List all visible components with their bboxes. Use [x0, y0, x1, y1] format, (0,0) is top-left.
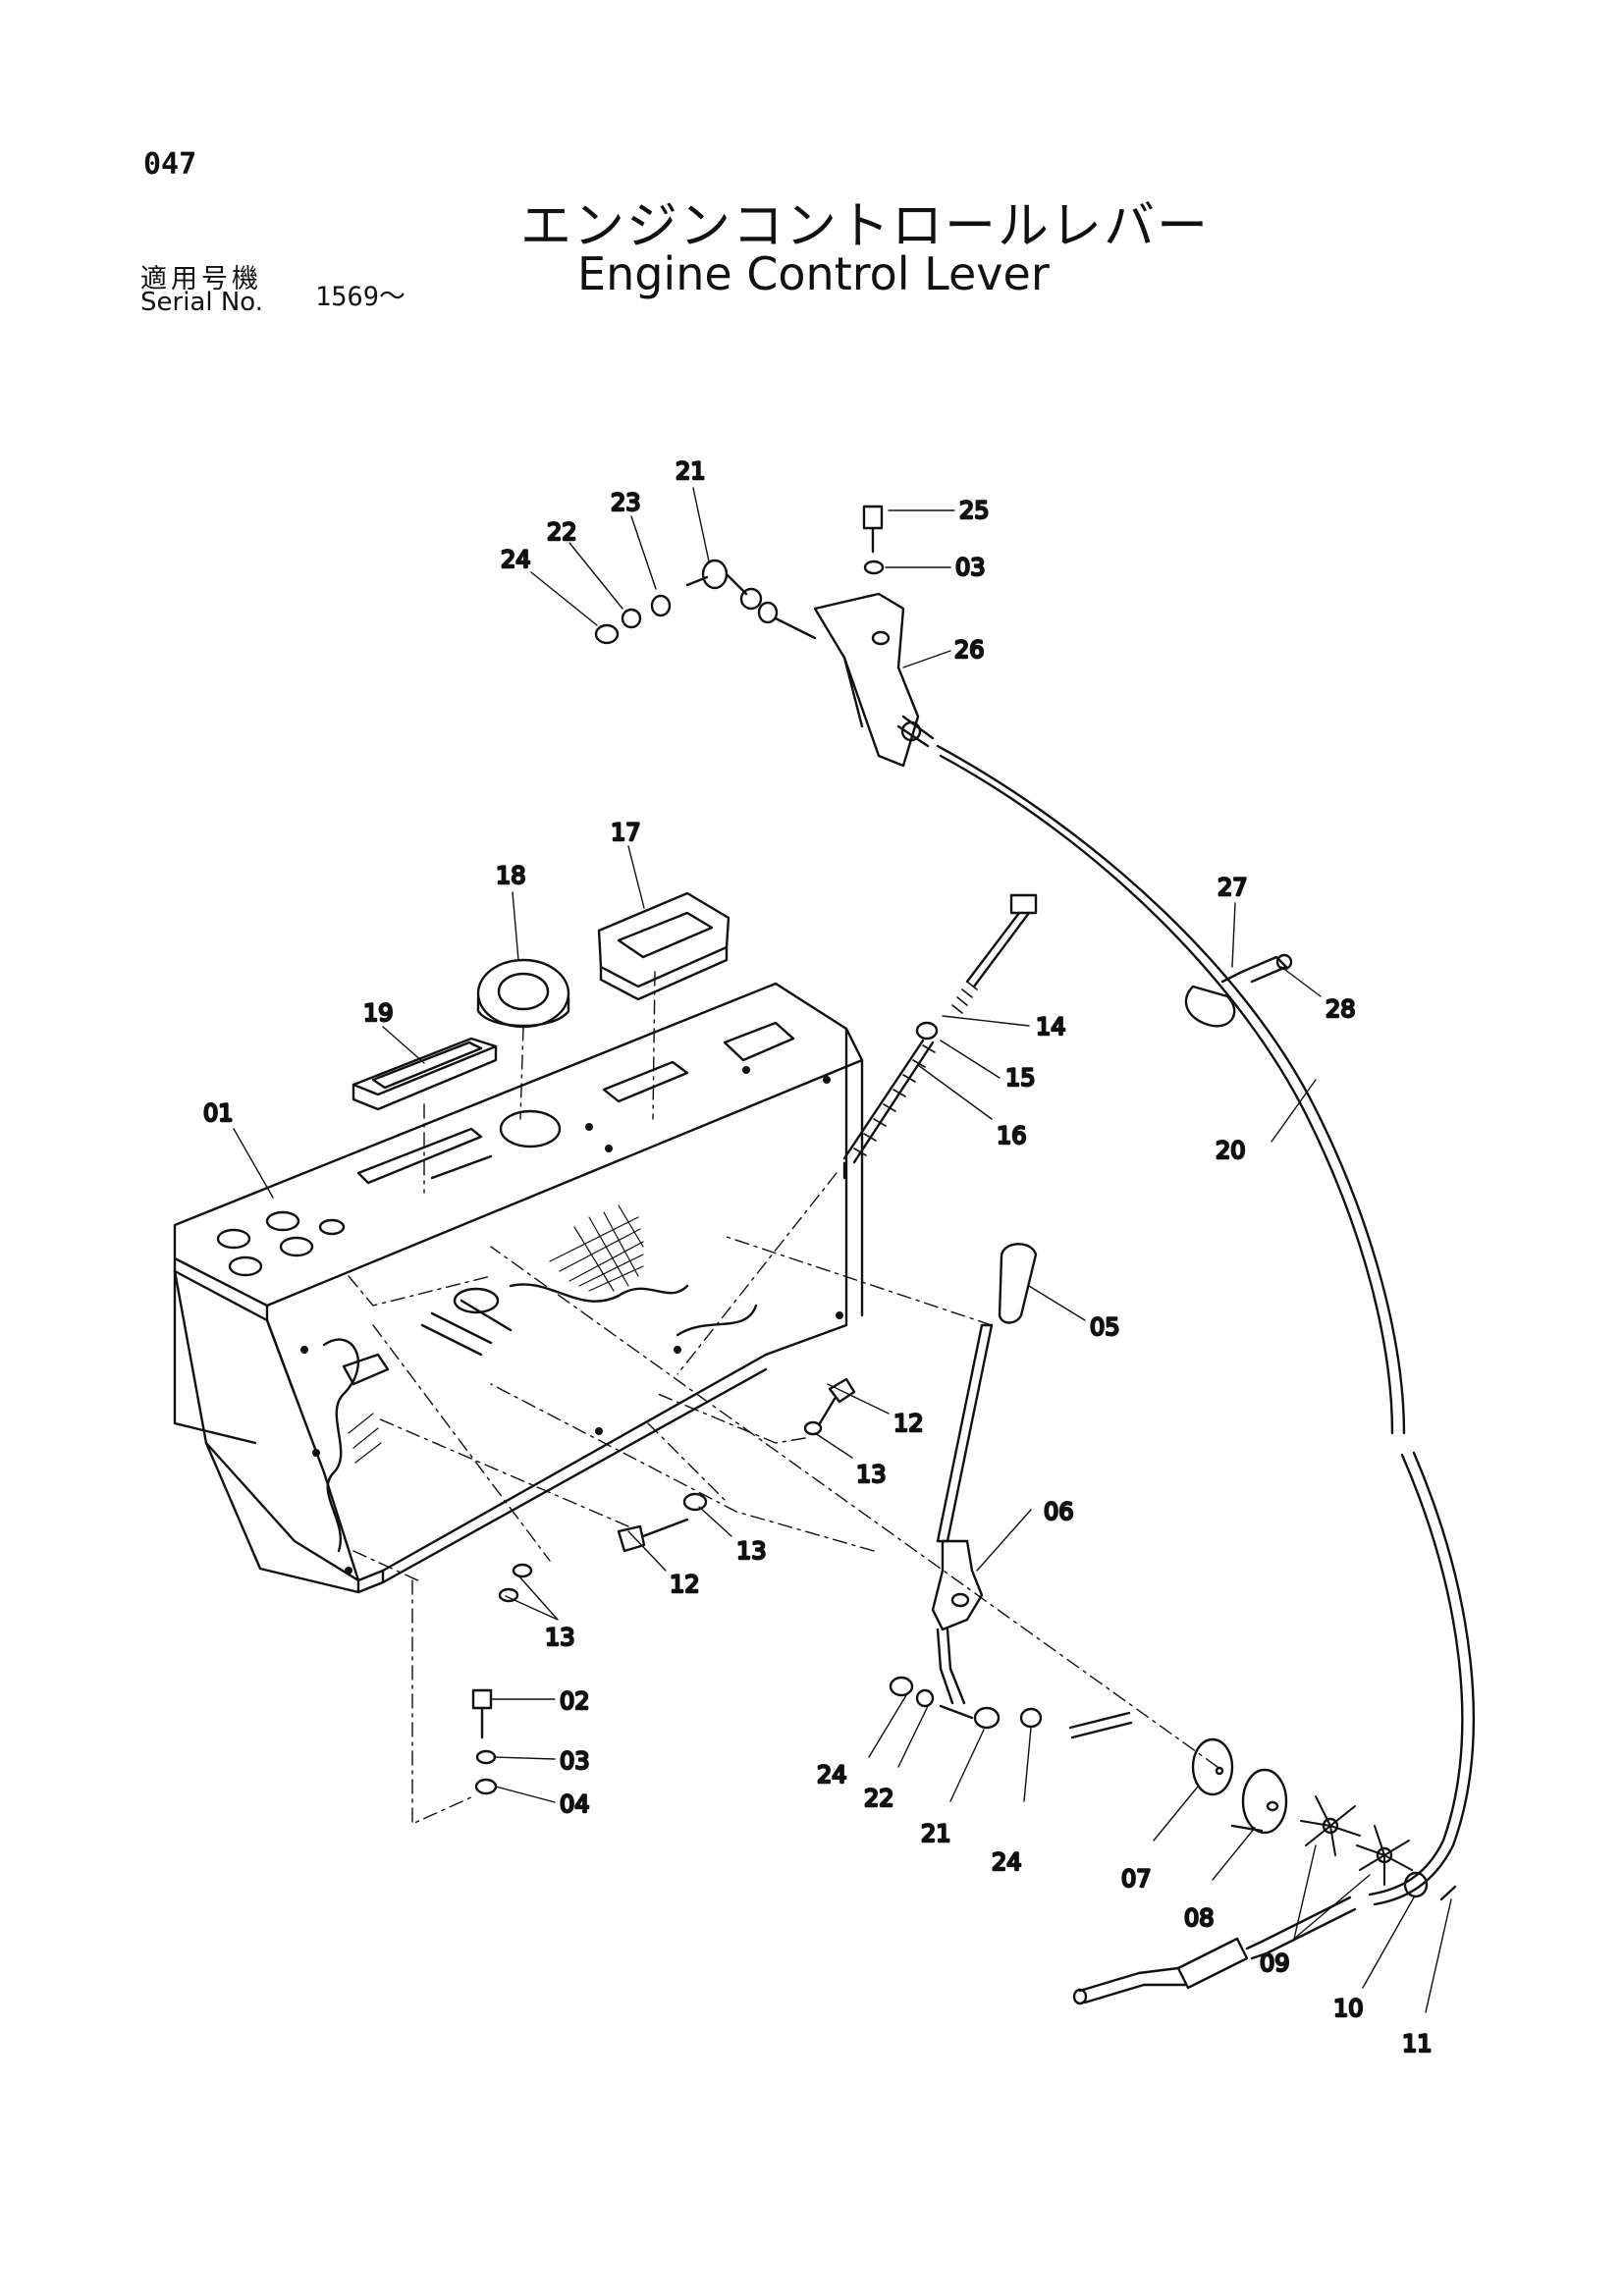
callout-03: 03: [560, 1747, 590, 1775]
serial-label-english: Serial No.: [140, 288, 263, 317]
knob-05: [998, 1243, 1038, 1324]
cable-20: [936, 744, 1475, 2005]
callout-26: 26: [954, 636, 985, 664]
callout-13: 13: [545, 1624, 575, 1651]
callout-06: 06: [1044, 1498, 1074, 1525]
housing-01: [173, 982, 864, 1594]
callout-12: 12: [670, 1571, 700, 1598]
grommet-18: [476, 958, 570, 1029]
callout-14: 14: [1036, 1013, 1066, 1041]
callout-10: 10: [1333, 1995, 1364, 2022]
callout-25: 25: [959, 497, 990, 524]
rod-spring: [842, 893, 1038, 1180]
callout-01: 01: [203, 1099, 234, 1127]
callout-12: 12: [893, 1410, 924, 1437]
callout-22: 22: [547, 518, 577, 546]
title-japanese: エンジンコントロールレバー: [520, 197, 1211, 256]
slot-cover-19: [352, 1037, 498, 1111]
callout-13: 13: [736, 1537, 767, 1565]
callout-21: 21: [676, 457, 706, 485]
callout-23: 23: [611, 489, 641, 516]
callout-24: 24: [992, 1848, 1022, 1876]
callout-17: 17: [611, 819, 641, 846]
leader-lines: [233, 487, 1452, 2013]
serial-value: 1569～: [315, 282, 406, 312]
callout-09: 09: [1260, 1949, 1290, 1977]
callout-07: 07: [1121, 1865, 1152, 1893]
callout-24: 24: [817, 1761, 847, 1789]
callout-15: 15: [1005, 1064, 1036, 1092]
callout-18: 18: [496, 862, 526, 889]
callout-19: 19: [363, 999, 394, 1027]
page-number: 047: [143, 147, 197, 182]
callout-13: 13: [856, 1461, 887, 1488]
upper-linkage: [594, 505, 935, 768]
title-english: Engine Control Lever: [577, 247, 1050, 300]
fasteners: [471, 1377, 856, 1795]
assembly-lines: [348, 971, 1218, 1825]
callout-28: 28: [1325, 995, 1356, 1023]
callout-24: 24: [501, 546, 531, 573]
cover-17: [597, 891, 730, 1001]
serial-label-japanese: 適用号機: [140, 264, 262, 294]
lever-06: [931, 1323, 994, 1705]
callout-04: 04: [560, 1790, 590, 1818]
callout-11: 11: [1402, 2030, 1433, 2057]
lower-linkage: [889, 1676, 1133, 1739]
callout-03: 03: [955, 554, 986, 581]
callout-16: 16: [997, 1122, 1027, 1149]
callout-labels: 21 23 22 24 25 03 26 17 18 19 01 27 28 1…: [202, 456, 1434, 2058]
callout-20: 20: [1216, 1137, 1246, 1164]
callout-02: 02: [560, 1687, 590, 1715]
disk-stack: [1191, 1737, 1457, 1901]
callout-21: 21: [921, 1820, 951, 1847]
callout-22: 22: [864, 1785, 894, 1812]
callout-27: 27: [1217, 874, 1248, 901]
callout-08: 08: [1184, 1904, 1215, 1932]
callout-05: 05: [1090, 1313, 1120, 1341]
